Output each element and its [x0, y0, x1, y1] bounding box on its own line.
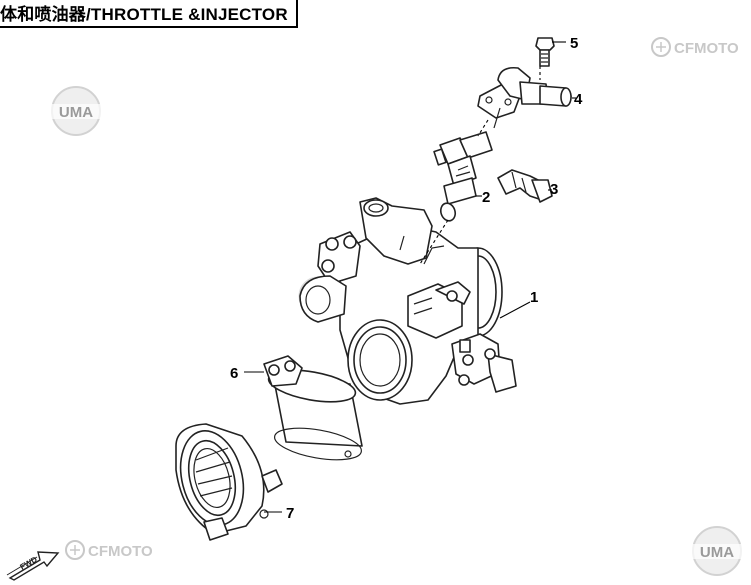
- callout-2: 2: [482, 189, 490, 206]
- fwd-arrow-icon: FWD: [6, 551, 60, 581]
- hose-clamp-part-6: [263, 355, 363, 461]
- cfmoto-watermark-bottom-text: CFMOTO: [88, 543, 153, 560]
- leader-line-1: [499, 301, 531, 319]
- uma-logo-left-text: UMA: [59, 104, 93, 121]
- intake-boot-part-7: [175, 423, 283, 541]
- callout-3: 3: [550, 181, 558, 198]
- leader-lines: [244, 41, 576, 513]
- fuel-connector-part-4: [477, 66, 572, 129]
- fuel-injector-part-2: [433, 131, 493, 222]
- diagram-title-box: 体和喷油器/THROTTLE &INJECTOR: [0, 0, 298, 28]
- diagram-title: 体和喷油器/THROTTLE &INJECTOR: [0, 4, 288, 24]
- bolt-part-5: [535, 37, 555, 67]
- cfmoto-watermark-bottom: CFMOTO: [65, 540, 153, 560]
- uma-logo-right: UMA: [690, 526, 744, 576]
- callout-1: 1: [530, 289, 538, 306]
- callout-6: 6: [230, 365, 238, 382]
- cfmoto-watermark-top-text: CFMOTO: [674, 40, 739, 57]
- throttle-body-part-1: [299, 197, 517, 405]
- callout-4: 4: [574, 91, 583, 108]
- callout-5: 5: [570, 35, 578, 52]
- injector-clip-part-3: [497, 169, 553, 203]
- uma-logo-left: UMA: [49, 86, 103, 136]
- callout-7: 7: [286, 505, 294, 522]
- uma-logo-right-text: UMA: [700, 544, 734, 561]
- cfmoto-watermark-top: CFMOTO: [651, 37, 739, 57]
